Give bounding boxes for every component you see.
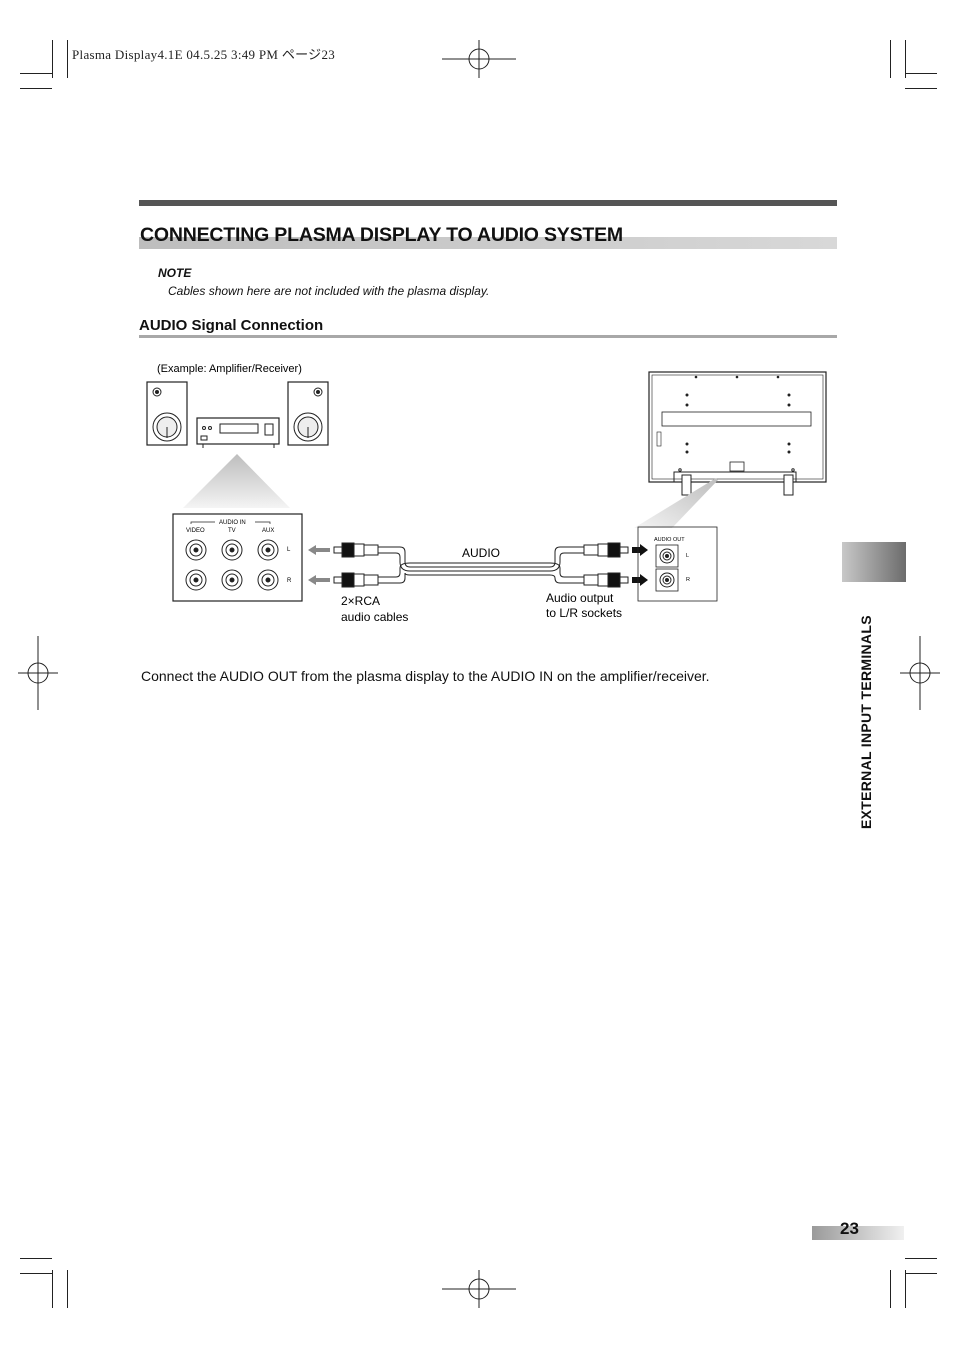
audio-in-label: AUDIO IN [219,520,246,526]
page-number-band [812,1226,904,1240]
crop-mark [890,1270,891,1308]
plasma-display-icon [648,371,827,496]
output-label-line2: to L/R sockets [546,606,622,620]
top-rule [139,200,837,206]
crop-mark [905,88,937,89]
out-left-label: L [686,553,689,559]
channel-right-label: R [287,578,292,584]
rca-cable-icon [378,546,584,584]
speaker-right-icon [287,381,329,446]
section-heading: AUDIO Signal Connection [139,317,324,334]
note-heading: NOTE [158,266,192,280]
crop-mark [52,40,53,78]
title-band [139,237,837,249]
crop-mark [905,73,937,74]
crop-mark [905,1273,937,1274]
crop-mark [905,1270,906,1308]
note-text: Cables shown here are not included with … [168,284,490,298]
crop-mark [20,88,52,89]
input-column-video: VIDEO [186,528,205,534]
page-number: 23 [840,1219,859,1238]
side-tab-band [842,542,906,582]
instruction-text: Connect the AUDIO OUT from the plasma di… [141,668,710,684]
cables-label-line2: audio cables [341,610,408,624]
cables-label-line1: 2×RCA [341,594,380,608]
rca-plug-icon [583,542,629,588]
crop-mark [20,1273,52,1274]
out-right-label: R [686,577,690,583]
crop-mark [20,73,52,74]
section-rule [139,335,837,338]
crop-mark [52,1270,53,1308]
crop-mark [67,40,68,78]
page-title: CONNECTING PLASMA DISPLAY TO AUDIO SYSTE… [140,224,623,246]
input-column-aux: AUX [262,528,274,534]
crop-mark [905,1258,937,1259]
crop-mark [20,1258,52,1259]
audio-in-panel [172,513,303,602]
audio-out-panel [637,526,718,602]
rca-plug-icon [333,542,379,588]
channel-left-label: L [287,547,291,553]
crop-mark [890,40,891,78]
speaker-left-icon [146,381,188,446]
input-column-tv: TV [228,528,236,534]
rca-jack-icons [185,539,279,591]
crop-mark [67,1270,68,1308]
print-info: Plasma Display4.1E 04.5.25 3:49 PM ページ23 [72,47,336,62]
crop-mark [905,40,906,78]
receiver-icon [196,417,280,448]
audio-out-label: AUDIO OUT [654,537,685,543]
arrow-right-icon [632,544,648,586]
arrow-left-icon [308,545,330,585]
example-label: (Example: Amplifier/Receiver) [157,363,302,375]
cable-label: AUDIO [462,546,500,560]
output-label-line1: Audio output [546,591,614,605]
